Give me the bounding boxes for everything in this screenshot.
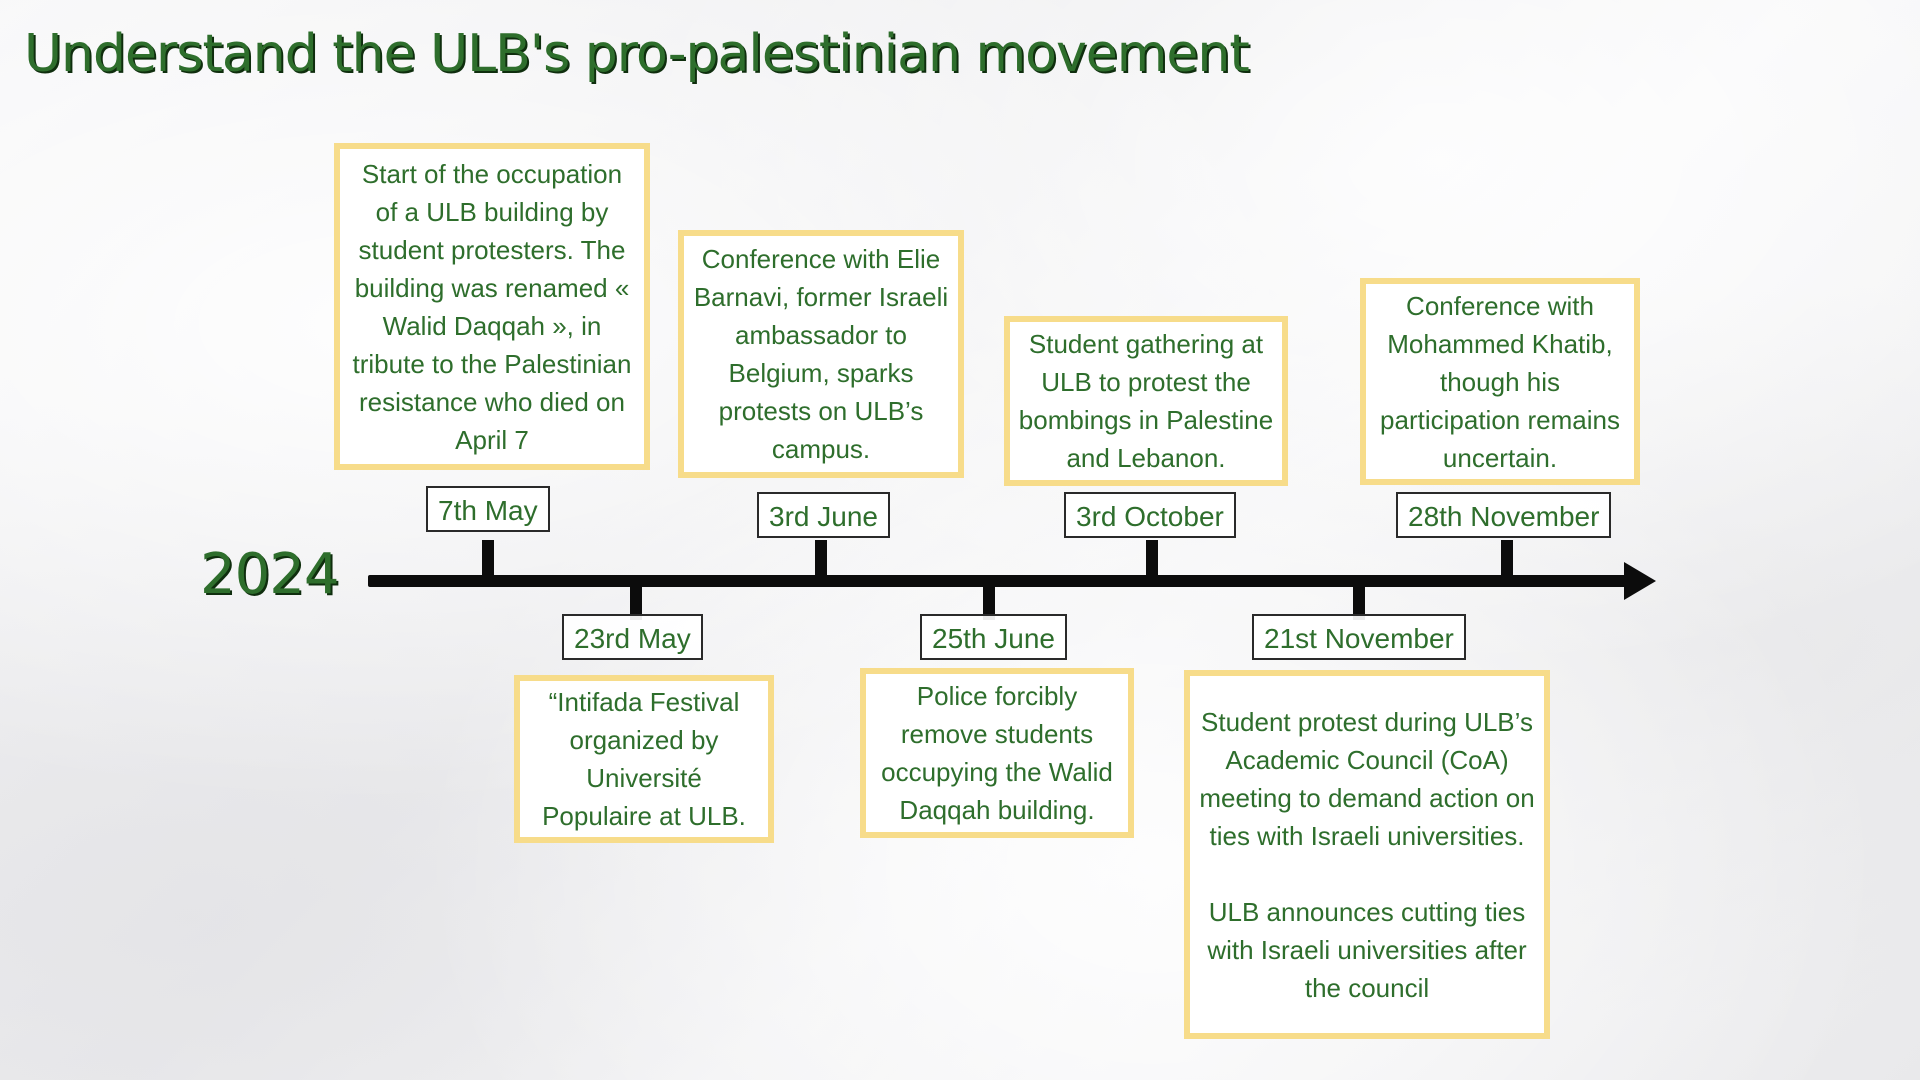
- date-label-21st-november: 21st November: [1252, 614, 1466, 660]
- timeline-tick-23rd-may: [630, 584, 642, 620]
- event-box-28th-november: Conference with Mohammed Khatib, though …: [1360, 278, 1640, 485]
- timeline-tick-3rd-october: [1146, 540, 1158, 576]
- event-text-28th-november: Conference with Mohammed Khatib, though …: [1380, 290, 1620, 473]
- event-box-25th-june: Police forcibly remove students occupyin…: [860, 668, 1134, 838]
- page-title: Understand the ULB's pro-palestinian mov…: [24, 24, 1250, 84]
- timeline-year: 2024: [200, 542, 340, 607]
- event-text-7th-may: Start of the occupation of a ULB buildin…: [352, 158, 632, 455]
- timeline-arrowhead-icon: [1624, 562, 1656, 600]
- event-text-3rd-october: Student gathering at ULB to protest the …: [1018, 329, 1274, 473]
- event-box-7th-may: Start of the occupation of a ULB buildin…: [334, 143, 650, 470]
- timeline-tick-25th-june: [983, 584, 995, 620]
- event-text-21st-november-followup: ULB announces cutting ties with Israeli …: [1207, 896, 1527, 1003]
- timeline-tick-21st-november: [1353, 584, 1365, 620]
- timeline-tick-3rd-june: [815, 540, 827, 576]
- timeline-tick-28th-november: [1501, 540, 1513, 576]
- event-text-25th-june: Police forcibly remove students occupyin…: [881, 681, 1113, 825]
- timeline-tick-7th-may: [482, 540, 494, 576]
- event-text-3rd-june: Conference with Elie Barnavi, former Isr…: [693, 244, 949, 464]
- date-label-7th-may: 7th May: [426, 486, 550, 532]
- date-label-3rd-october: 3rd October: [1064, 492, 1236, 538]
- date-label-23rd-may: 23rd May: [562, 614, 703, 660]
- event-box-23rd-may: “Intifada Festival organized by Universi…: [514, 675, 774, 843]
- date-label-25th-june: 25th June: [920, 614, 1067, 660]
- date-label-3rd-june: 3rd June: [757, 492, 890, 538]
- event-text-21st-november: Student protest during ULB’s Academic Co…: [1199, 706, 1535, 851]
- event-box-21st-november: Student protest during ULB’s Academic Co…: [1184, 670, 1550, 1039]
- event-text-23rd-may: “Intifada Festival organized by Universi…: [542, 687, 746, 831]
- event-box-3rd-june: Conference with Elie Barnavi, former Isr…: [678, 230, 964, 478]
- event-box-3rd-october: Student gathering at ULB to protest the …: [1004, 316, 1288, 486]
- timeline-axis: [368, 575, 1630, 587]
- date-label-28th-november: 28th November: [1396, 492, 1612, 538]
